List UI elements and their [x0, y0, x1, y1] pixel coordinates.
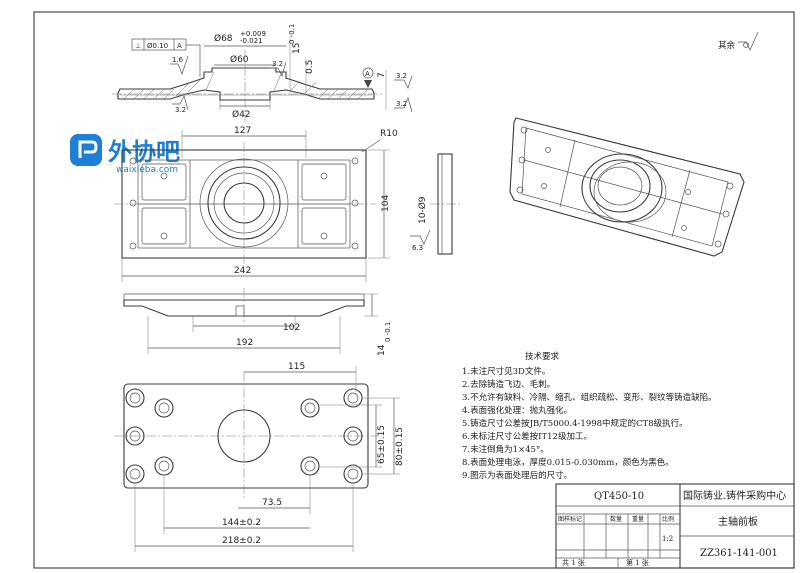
dim-192: 192: [236, 338, 253, 348]
bottom-holes: [125, 388, 363, 484]
dim-h15: 15: [292, 43, 302, 54]
logo-url: waixieba.com: [116, 165, 178, 175]
logo-icon: [70, 134, 102, 166]
dim-holes: 10-Ø9: [417, 196, 428, 224]
dim-218: 218±0.2: [222, 536, 261, 546]
dim-r10: R10: [380, 129, 398, 139]
tech-note-5: 5.铸造尺寸公差按JB/T5000.4-1998中规定的CT8级执行。: [462, 418, 688, 429]
tb-weight-label: 数量: [610, 515, 622, 523]
front-view: 102 192 14 0 -0.1: [123, 288, 392, 356]
tech-note-7: 7.未注倒角为1×45°。: [462, 444, 549, 455]
perp-symbol: ⊥: [135, 42, 141, 50]
mount-holes: [129, 157, 359, 250]
dim-h15-tol: 0 -0.1: [288, 24, 296, 44]
dim-102: 102: [283, 323, 300, 333]
dim-d68: Ø68: [214, 33, 233, 44]
dim-104: 104: [381, 195, 391, 212]
datum-a-marker: [362, 67, 374, 79]
tech-note-9: 9.图示为表面处理后的尺寸。: [462, 470, 572, 481]
dim-d68-upper: +0.009: [240, 30, 266, 38]
logo: 外协吧 waixieba.com: [70, 134, 180, 175]
drawing-frame: [33, 11, 795, 569]
tb-scale-label: 比例: [662, 515, 674, 523]
tb-company: 国际铸业.铸件采购中心: [683, 489, 786, 502]
dim-rough-6-3: 6.3: [412, 244, 423, 252]
rough-3-2-c: 3.2: [396, 72, 407, 80]
tech-note-8: 8.表面处理电泳，厚度0.015-0.030mm，颜色为黑色。: [462, 457, 674, 468]
iso-view: [509, 117, 745, 257]
bottom-view: 115 65±0.15 80±0.15 73.5 144±0.2 218±0.2: [114, 362, 405, 552]
side-view: 10-Ø9 6.3: [410, 153, 460, 255]
dim-80: 80±0.15: [395, 427, 405, 466]
logo-name: 外协吧: [108, 138, 180, 166]
tb-scale: 1:2: [662, 535, 673, 543]
title-block: QT450-10 国际铸业.铸件采购中心 主轴前板 ZZ361-141-001 …: [555, 483, 795, 569]
dim-127: 127: [234, 126, 251, 136]
dim-65: 65±0.15: [377, 425, 387, 464]
tb-sheets-total: 共 1 张: [562, 558, 585, 567]
rough-3-2-b: 3.2: [175, 106, 186, 114]
tech-note-2: 2.去除铸造飞边、毛刺。: [462, 379, 555, 390]
dim-14-tol: 0 -0.1: [384, 322, 392, 342]
dim-144: 144±0.2: [222, 518, 261, 528]
tb-mass-label: 重量: [632, 515, 644, 523]
tech-note-6: 6.未标注尺寸公差按IT12级加工。: [462, 431, 592, 442]
perp-datum: A: [177, 42, 182, 50]
dim-h05: 0.5: [305, 60, 315, 74]
dim-h7: 7: [377, 72, 387, 78]
tb-part-name: 主轴前板: [718, 515, 758, 528]
dim-d68-lower: -0.021: [240, 37, 263, 45]
tech-title: 技术要求: [525, 351, 560, 362]
datum-a: A: [365, 70, 370, 78]
dim-d42: Ø42: [232, 109, 251, 120]
dim-14: 14: [377, 344, 387, 356]
perp-tolerance: Ø0.10: [147, 42, 168, 50]
plan-view: 127 R10 104 242: [114, 126, 398, 282]
tech-note-1: 1.未注尺寸见3D文件。: [462, 366, 550, 377]
dim-73-5: 73.5: [262, 498, 282, 508]
dim-115: 115: [288, 362, 305, 372]
tb-sheet-no: 第 1 张: [626, 558, 649, 567]
tb-drawing-no: ZZ361-141-001: [700, 548, 778, 559]
tb-material: QT450-10: [594, 491, 644, 502]
rough-3-2-d: 3.2: [396, 100, 407, 108]
rough-1-6: 1.6: [172, 56, 184, 64]
tech-note-4: 4.表面强化处理：抛丸强化。: [462, 405, 572, 416]
rough-3-2-a: 3.2: [272, 60, 283, 68]
technical-requirements: 技术要求 1.未注尺寸见3D文件。 2.去除铸造飞边、毛刺。 3.不允许有缺料、…: [462, 351, 717, 481]
section-view-top: ⊥ Ø0.10 A Ø68 +0.009 -0.021 Ø60 Ø42: [112, 24, 413, 122]
dim-d60: Ø60: [230, 54, 249, 65]
roughness-note: 其余: [718, 31, 759, 51]
roughness-note-text: 其余: [718, 40, 736, 51]
tb-stage-label: 图样标记: [558, 515, 582, 523]
tech-note-3: 3.不允许有缺料、冷隔、缩孔、组织疏松、变形、裂纹等铸造缺陷。: [462, 392, 717, 403]
dim-242: 242: [234, 266, 251, 276]
